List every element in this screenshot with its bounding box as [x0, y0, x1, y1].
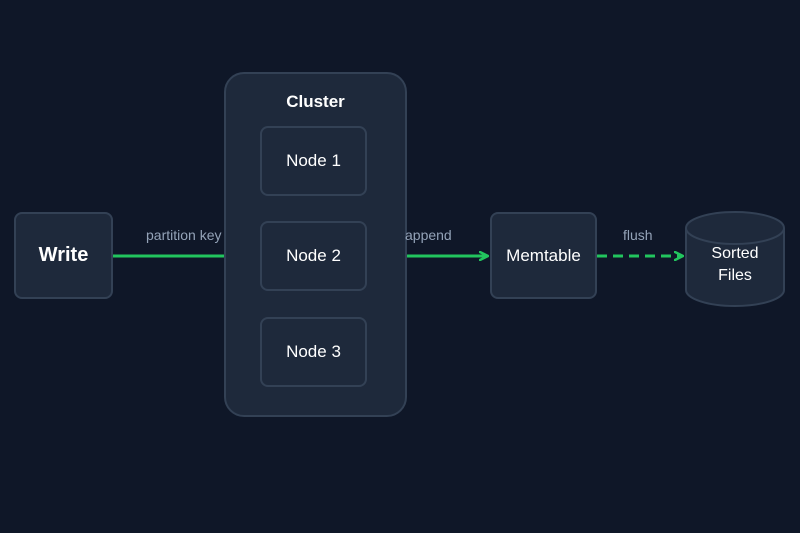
node-3-label: Node 3 — [286, 342, 341, 361]
memtable-label: Memtable — [506, 245, 581, 265]
edge-label-flush: flush — [623, 227, 653, 243]
sorted-files-cylinder — [685, 211, 785, 307]
cluster-title: Cluster — [286, 92, 345, 111]
node-2: Node 2 — [260, 221, 367, 291]
node-3: Node 3 — [260, 317, 367, 387]
node-1: Node 1 — [260, 126, 367, 196]
sorted-files-label-line1: Sorted — [711, 245, 759, 262]
sorted-files-label: Sorted Files — [686, 243, 784, 287]
memtable-node: Memtable — [490, 212, 597, 299]
write-node: Write — [14, 212, 113, 299]
node-2-label: Node 2 — [286, 246, 341, 265]
edge-label-partition-key: partition key — [146, 227, 222, 243]
node-1-label: Node 1 — [286, 151, 341, 170]
edge-label-append: append — [405, 227, 452, 243]
write-label: Write — [38, 244, 89, 266]
sorted-files-label-line2: Files — [718, 267, 752, 284]
